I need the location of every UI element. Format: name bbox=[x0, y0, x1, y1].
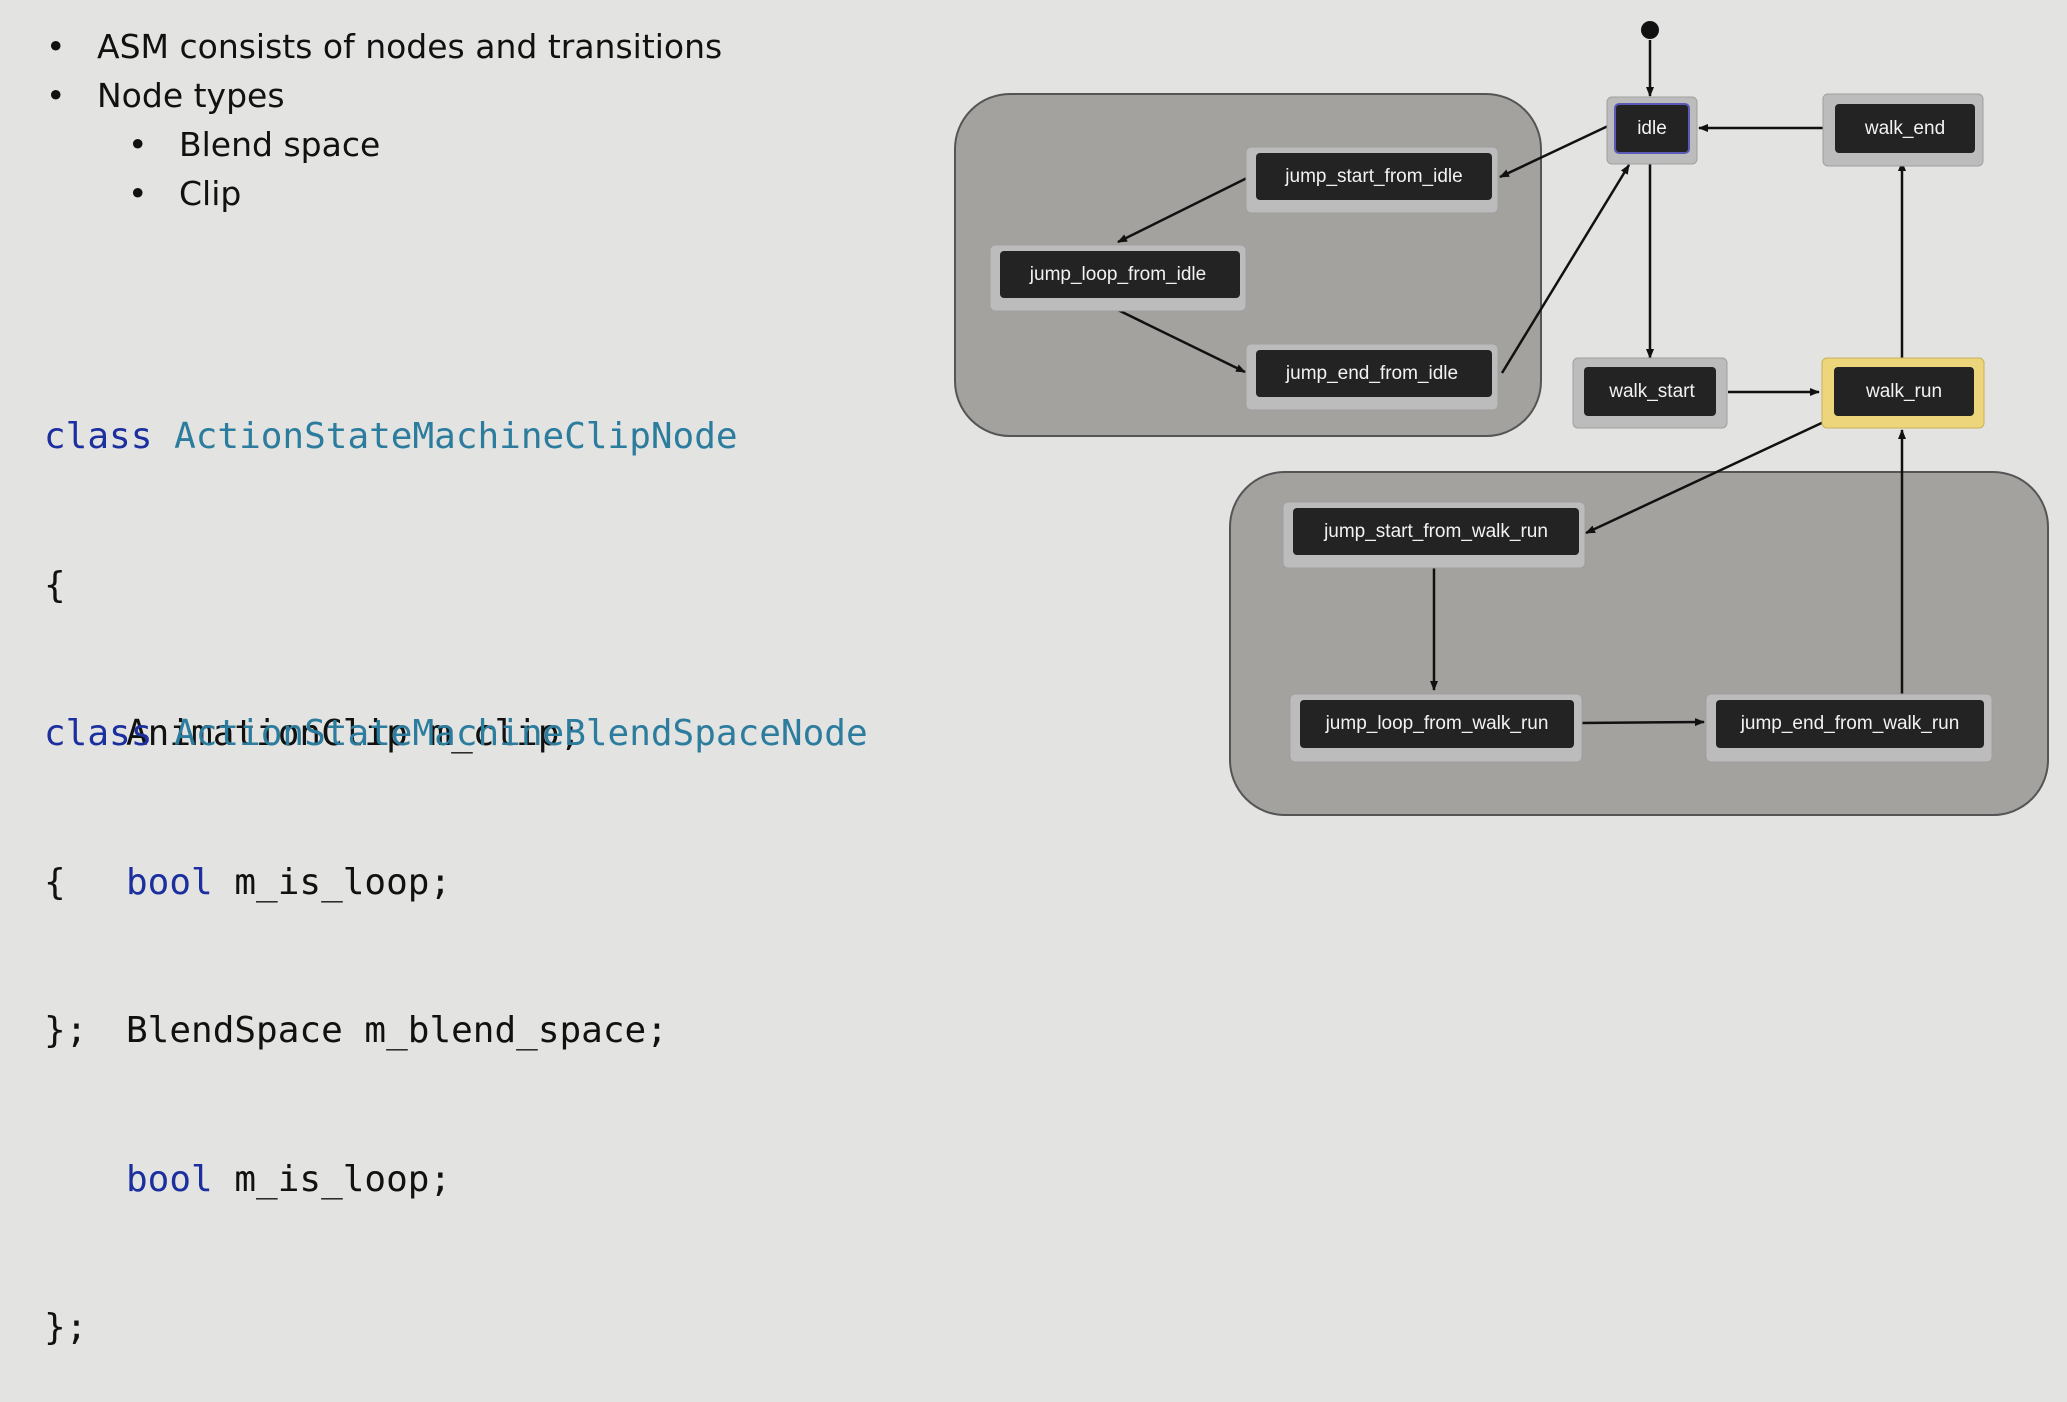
node-label: jump_loop_from_walk_run bbox=[1325, 713, 1549, 734]
code-field-name: m_clip; bbox=[407, 713, 582, 754]
code-brace-close: }; bbox=[44, 1307, 88, 1348]
code-class-name: ActionStateMachineBlendSpaceNode bbox=[174, 713, 868, 754]
node-label: jump_start_from_walk_run bbox=[1323, 521, 1548, 542]
code-field-type: BlendSpace bbox=[126, 1010, 343, 1051]
bullet-clip: Clip bbox=[124, 169, 722, 218]
node-jump-start-from-idle: jump_start_from_idle bbox=[1245, 146, 1499, 214]
code-field-type: AnimationClip bbox=[126, 713, 408, 754]
transition-edges bbox=[1117, 40, 1906, 727]
transition-arrow-jump-start-from-idle-to-jump-loop-from-idle bbox=[1117, 173, 1254, 244]
node-jump-loop-from-walk-run: jump_loop_from_walk_run bbox=[1289, 693, 1583, 763]
code-brace-open: { bbox=[44, 564, 66, 606]
code-field-type: bool bbox=[126, 1158, 213, 1200]
node-label: walk_start bbox=[1608, 381, 1695, 402]
bullet-list: ASM consists of nodes and transitions No… bbox=[42, 22, 722, 218]
code-class-name: ActionStateMachineClipNode bbox=[174, 416, 738, 457]
node-label: walk_end bbox=[1864, 118, 1945, 139]
transition-arrow-idle-to-jump-start-from-idle bbox=[1499, 124, 1609, 179]
node-idle: idle bbox=[1606, 96, 1698, 165]
node-label: jump_end_from_walk_run bbox=[1740, 713, 1960, 734]
node-jump-end-from-walk-run: jump_end_from_walk_run bbox=[1705, 693, 1993, 763]
node-label: jump_loop_from_idle bbox=[1029, 264, 1206, 285]
code-keyword: class bbox=[44, 416, 153, 457]
node-walk-start: walk_start bbox=[1572, 357, 1728, 429]
transition-arrow-jump-loop-from-walk-run-to-jump-end-from-walk-run bbox=[1579, 718, 1705, 727]
node-label: idle bbox=[1637, 118, 1667, 139]
bullet-blend-space: Blend space bbox=[124, 120, 722, 169]
node-walk-run: walk_run bbox=[1821, 357, 1985, 429]
bullet-asm-overview: ASM consists of nodes and transitions bbox=[42, 22, 722, 71]
code-field-name: m_blend_space; bbox=[342, 1010, 668, 1051]
node-jump-start-from-walk-run: jump_start_from_walk_run bbox=[1282, 501, 1586, 569]
node-jump-loop-from-idle: jump_loop_from_idle bbox=[989, 244, 1247, 312]
transition-arrow-jump-end-from-idle-to-idle bbox=[1500, 164, 1631, 374]
node-walk-end: walk_end bbox=[1822, 93, 1984, 167]
node-jump-end-from-idle: jump_end_from_idle bbox=[1245, 343, 1499, 411]
entry-point-marker bbox=[1641, 21, 1659, 39]
transition-arrow-jump-loop-from-idle-to-jump-end-from-idle bbox=[1117, 308, 1246, 374]
bullet-node-types: Node types bbox=[42, 71, 722, 120]
node-label: jump_end_from_idle bbox=[1285, 363, 1458, 384]
node-label: jump_start_from_idle bbox=[1284, 166, 1462, 187]
node-label: walk_run bbox=[1865, 381, 1942, 402]
transition-arrow-walk-run-to-jump-start-from-walk-run bbox=[1585, 418, 1829, 535]
code-field-name: m_is_loop; bbox=[212, 1158, 452, 1200]
code-keyword: class bbox=[44, 713, 153, 754]
state-machine-diagram: idle walk_end jump_start_from_idle jump_… bbox=[954, 21, 2049, 816]
